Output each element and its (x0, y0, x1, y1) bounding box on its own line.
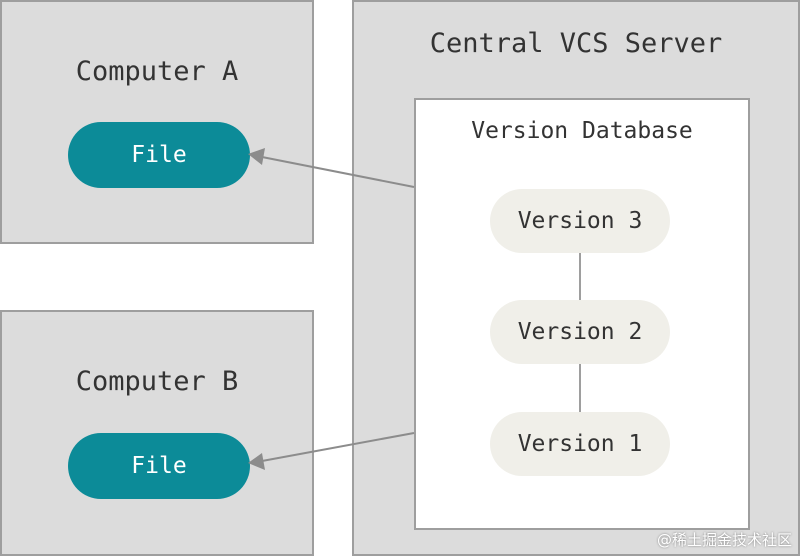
computer-a-title: Computer A (75, 56, 239, 87)
version-1-node: Version 1 (490, 412, 670, 476)
version-database-title: Version Database (471, 118, 693, 144)
version-connector (579, 364, 581, 412)
computer-b-panel: Computer B File (0, 310, 314, 556)
version-3-node: Version 3 (490, 189, 670, 253)
version-2-node: Version 2 (490, 300, 670, 364)
computer-a-file: File (68, 122, 250, 188)
computer-b-file: File (68, 433, 250, 499)
version-database: Version Database Version 3 Version 2 Ver… (414, 98, 750, 530)
computer-a-panel: Computer A File (0, 0, 314, 244)
watermark: @稀土掘金技术社区 (656, 531, 792, 549)
server-title: Central VCS Server (429, 28, 723, 59)
computer-b-title: Computer B (75, 366, 239, 397)
version-connector (579, 253, 581, 300)
